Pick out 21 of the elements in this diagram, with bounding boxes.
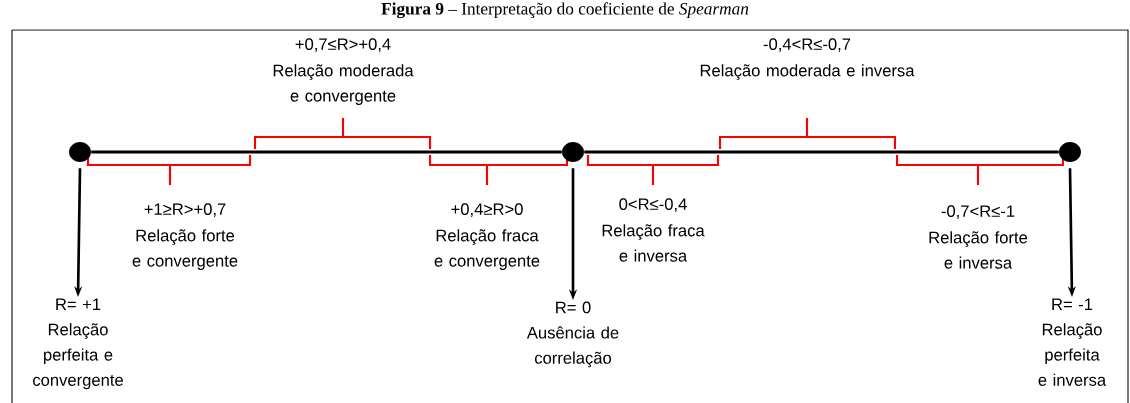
range-label: Relação moderada e convergente — [273, 64, 414, 105]
range-label: Relação fraca e inversa — [602, 224, 705, 262]
figure-title: Figura 9 – Interpretação do coeficiente de Spearman — [381, 2, 749, 19]
dot — [1059, 142, 1081, 162]
line — [584, 150, 1059, 154]
range-label: +0,7≤R>+0,4 — [295, 38, 391, 52]
line — [91, 150, 562, 154]
range-label: 0<R≤-0,4 — [619, 198, 687, 212]
dot — [562, 142, 584, 162]
endpoint-label: R= 0 Ausência de correlação — [526, 301, 619, 368]
range-label: -0,4<R≤-0,7 — [763, 38, 851, 52]
range-label: +1≥R>+0,7 — [144, 203, 226, 217]
range-label: Relação fraca e convergente — [434, 229, 540, 270]
dot — [69, 142, 91, 162]
range-label: Relação forte e convergente — [132, 229, 238, 270]
range-label: Relação moderada e inversa — [700, 64, 915, 80]
endpoint-label: R= -1 Relação perfeita e inversa — [1038, 298, 1107, 386]
range-label: -0,7<R≤-1 — [941, 205, 1015, 219]
range-label: +0,4≥R>0 — [451, 203, 523, 217]
range-label: Relação forte e inversa — [929, 231, 1028, 269]
endpoint-label: R= +1 Relação perfeita e convergente — [33, 298, 123, 390]
